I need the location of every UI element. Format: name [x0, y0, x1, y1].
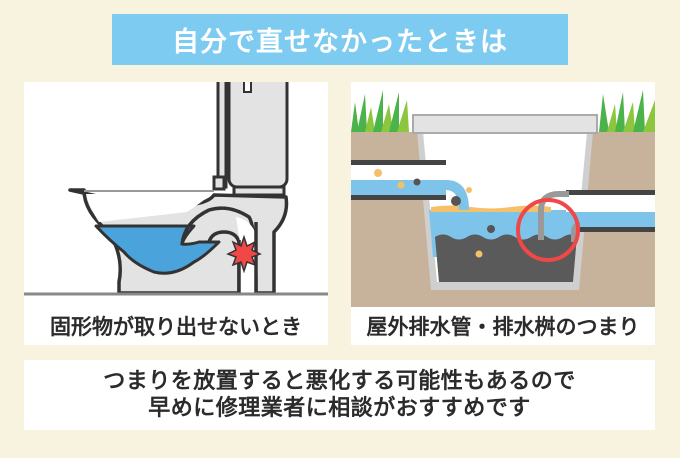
advice-box: つまりを放置すると悪化する可能性もあるので 早めに修理業者に相談がおすすめです — [24, 360, 655, 430]
toilet-illustration — [24, 82, 328, 296]
advice-line-1: つまりを放置すると悪化する可能性もあるので — [103, 369, 576, 394]
drain-basin-illustration — [351, 90, 655, 307]
clog-burst-icon — [226, 234, 262, 274]
title-banner: 自分で直せなかったときは — [112, 14, 568, 65]
grass-icon — [351, 90, 409, 132]
panel-toilet-clog: 固形物が取り出せないとき — [24, 82, 328, 345]
page-title: 自分で直せなかったときは — [172, 27, 508, 58]
advice-line-2: 早めに修理業者に相談がおすすめです — [148, 396, 531, 421]
panel-label-drain: 屋外排水管・排水桝のつまり — [351, 307, 655, 345]
clog-highlight-circle — [516, 198, 580, 262]
panel-label-toilet: 固形物が取り出せないとき — [24, 307, 328, 345]
panel-outdoor-drain-clog: 屋外排水管・排水桝のつまり — [351, 82, 655, 345]
grass-icon — [599, 90, 655, 132]
